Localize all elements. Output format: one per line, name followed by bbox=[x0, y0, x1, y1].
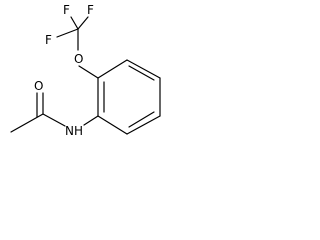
atom-oxygen-carbonyl: O bbox=[34, 79, 43, 93]
ring-double-bond-2 bbox=[128, 111, 155, 128]
ring-bond-4 bbox=[126, 115, 161, 135]
atom-f-top-right: F bbox=[87, 3, 94, 17]
bond-carbonyl-c-methyl bbox=[10, 113, 44, 133]
ring-bond-1 bbox=[97, 59, 128, 79]
ring-double-bond-1 bbox=[128, 65, 155, 81]
ring-bond-5 bbox=[97, 115, 128, 135]
bond-cf3-c-f-left bbox=[56, 28, 79, 38]
atom-oxygen-ether: O bbox=[74, 52, 83, 66]
bond-o-ring bbox=[78, 65, 99, 79]
bond-ring-n bbox=[83, 115, 99, 126]
atom-nh: NH bbox=[65, 124, 83, 138]
ring-bond-2 bbox=[126, 59, 161, 79]
chemical-structure: F F F O O NH bbox=[10, 3, 161, 138]
atom-f-left: F bbox=[45, 33, 52, 47]
bond-cf3-c-f-top-left bbox=[70, 16, 79, 30]
atom-f-top-left: F bbox=[63, 3, 70, 17]
bond-n-carbonyl-c bbox=[42, 113, 66, 127]
bond-cf3-c-f-top-right bbox=[77, 16, 89, 30]
